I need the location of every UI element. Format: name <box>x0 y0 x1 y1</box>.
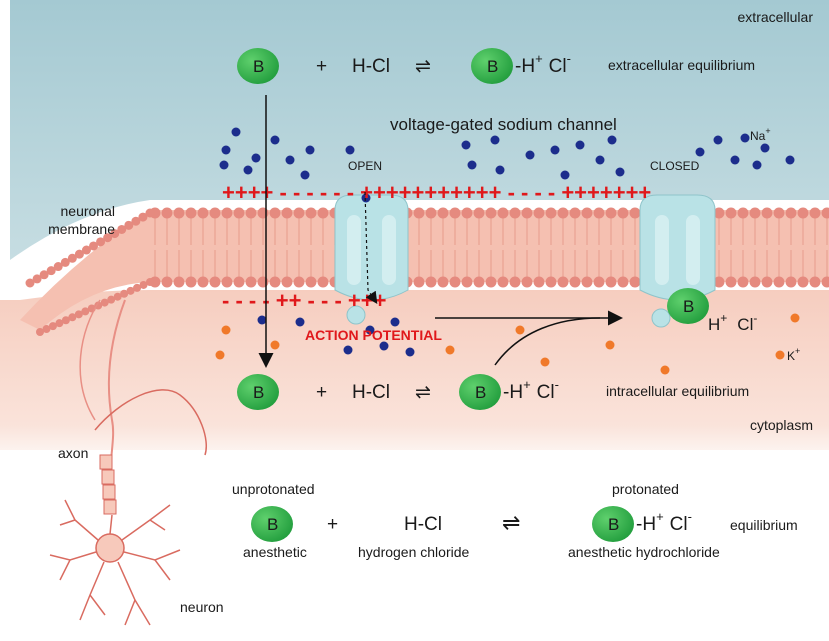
base-molecule <box>237 374 279 410</box>
membrane-charges-bottom: - - - - ++ - - - +++ <box>222 288 386 313</box>
svg-text:H+Cl-: H+Cl- <box>708 311 757 334</box>
anesthetic-hydrochloride-label: anesthetic hydrochloride <box>568 544 720 560</box>
protonated-molecule <box>592 506 634 542</box>
sodium-influx-arrow <box>364 191 378 304</box>
equilibrium-arrows-icon: ⇌ <box>502 510 520 535</box>
sodium-channel-open <box>334 194 409 325</box>
svg-text:B: B <box>475 383 486 402</box>
base-molecule <box>251 506 293 542</box>
binding-arrow <box>494 317 601 366</box>
action-potential-label: ACTION POTENTIAL <box>305 327 442 343</box>
svg-text:H-Cl: H-Cl <box>352 56 390 77</box>
intracellular-equation: B + H-Cl ⇌ B -H+Cl- intracellular equili… <box>237 374 749 410</box>
intracellular-equilibrium-label: intracellular equilibrium <box>606 383 749 399</box>
equilibrium-arrows-icon: ⇌ <box>415 382 431 403</box>
hydrogen-chloride-label: hydrogen chloride <box>358 544 470 560</box>
equilibrium-arrows-icon: ⇌ <box>415 56 431 77</box>
svg-text:B: B <box>267 515 278 534</box>
neuron-label: neuron <box>180 599 224 615</box>
base-molecule <box>237 48 279 84</box>
unprotonated-label: unprotonated <box>232 481 315 497</box>
extracellular-region <box>0 0 829 260</box>
svg-text:B: B <box>253 57 264 76</box>
svg-text:H-Cl: H-Cl <box>352 382 390 403</box>
extracellular-equation: B + H-Cl ⇌ B -H+Cl- extracellular equili… <box>237 48 755 84</box>
svg-text:B: B <box>253 383 264 402</box>
svg-text:B: B <box>487 57 498 76</box>
potassium-ions <box>215 313 800 375</box>
open-label: OPEN <box>348 159 382 173</box>
legend-background <box>0 450 829 641</box>
neuronal-membrane-label-1: neuronal <box>61 203 116 219</box>
sodium-channel-label: voltage-gated sodium channel <box>390 115 617 134</box>
equilibrium-label: equilibrium <box>730 517 798 533</box>
svg-text:+: + <box>316 56 327 77</box>
protonated-molecule <box>459 374 501 410</box>
membrane-charges-top: ++++ - - - - - - +++++++++++ - - - - +++… <box>222 180 651 205</box>
protonated-label: protonated <box>612 481 679 497</box>
bound-anesthetic: B H+Cl- <box>667 288 757 334</box>
na-label: Na+ <box>750 126 771 143</box>
svg-text:H-Cl: H-Cl <box>404 514 442 535</box>
svg-text:B: B <box>608 515 619 534</box>
axon-label: axon <box>58 445 88 461</box>
svg-text:-H+Cl-: -H+Cl- <box>503 377 559 403</box>
extracellular-equilibrium-label: extracellular equilibrium <box>608 57 755 73</box>
cytoplasm-label: cytoplasm <box>750 417 813 433</box>
svg-text:B: B <box>683 297 694 316</box>
svg-text:-H+Cl-: -H+Cl- <box>515 51 571 77</box>
neuronal-membrane-label-2: membrane <box>48 221 115 237</box>
cytoplasm-region <box>0 290 829 470</box>
svg-text:+: + <box>316 382 327 403</box>
protonated-molecule <box>471 48 513 84</box>
sodium-ions <box>219 127 795 357</box>
extracellular-label: extracellular <box>738 9 814 25</box>
k-label: K+ <box>787 346 800 363</box>
svg-text:+: + <box>327 514 338 535</box>
closed-label: CLOSED <box>650 159 700 173</box>
anesthetic-label: anesthetic <box>243 544 307 560</box>
svg-text:-H+Cl-: -H+Cl- <box>636 509 692 535</box>
neuron-illustration <box>49 299 207 626</box>
legend-equation: unprotonated B anesthetic + H-Cl hydroge… <box>232 481 798 560</box>
